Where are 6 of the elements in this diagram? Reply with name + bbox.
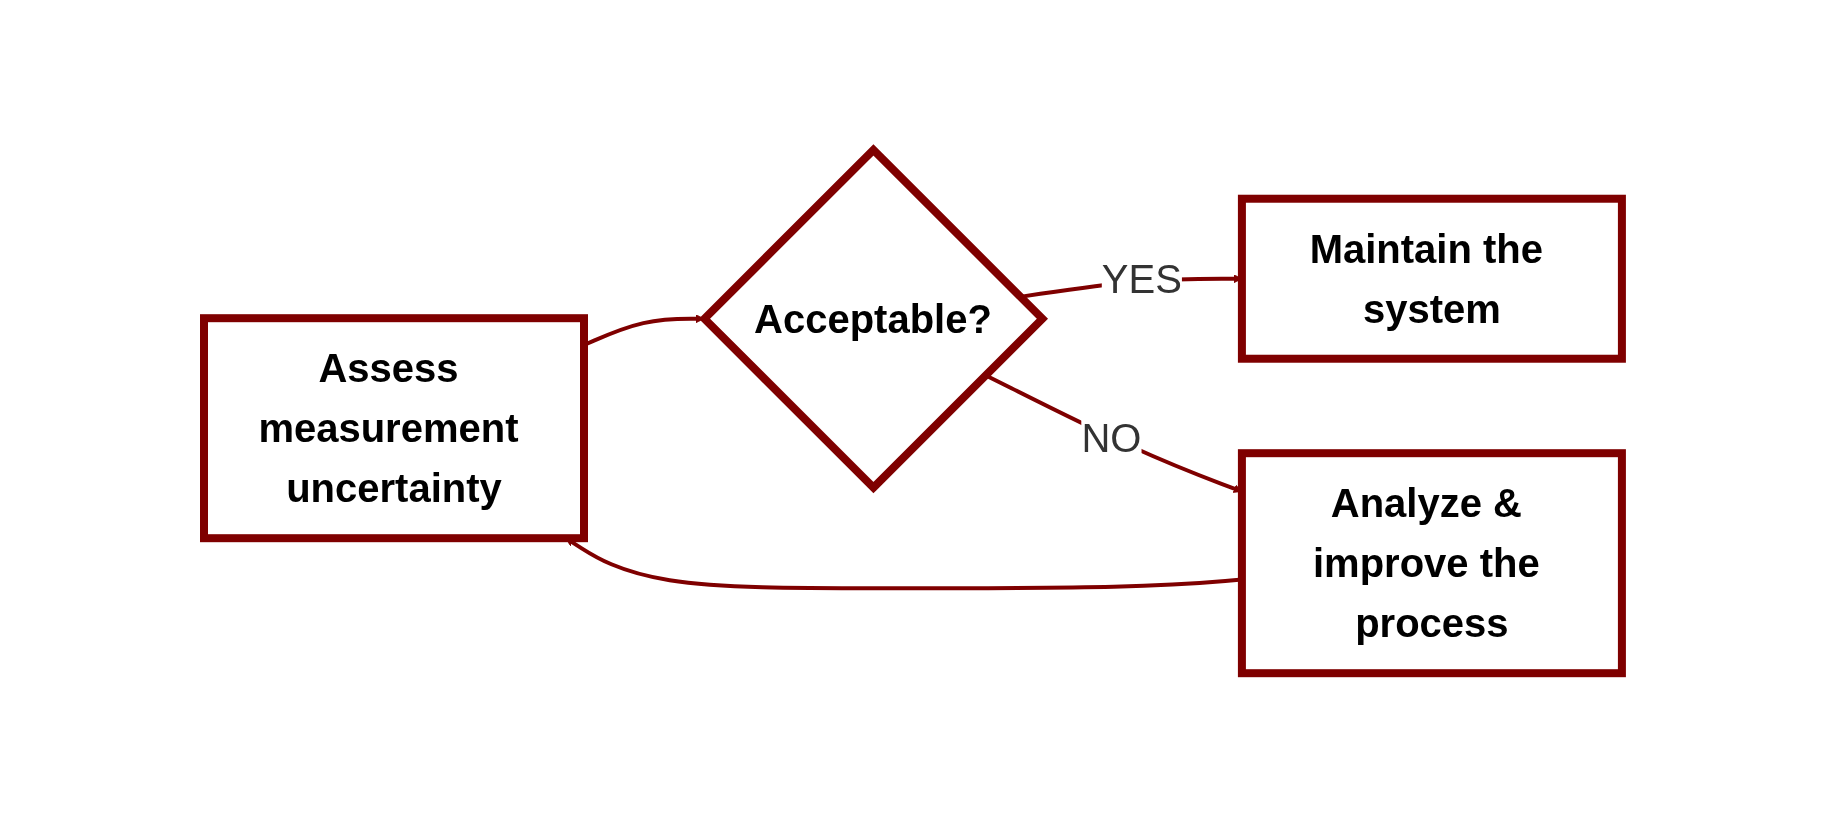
node-box: Analyze & improve the process	[1237, 449, 1626, 678]
node-diamond: Acceptable?	[698, 144, 1048, 494]
node-box: Assess measurement uncertainty	[199, 314, 588, 543]
edge-label: NO	[1080, 416, 1141, 461]
node-box: Maintain the system	[1237, 194, 1626, 363]
edge-label: YES	[1101, 256, 1182, 301]
